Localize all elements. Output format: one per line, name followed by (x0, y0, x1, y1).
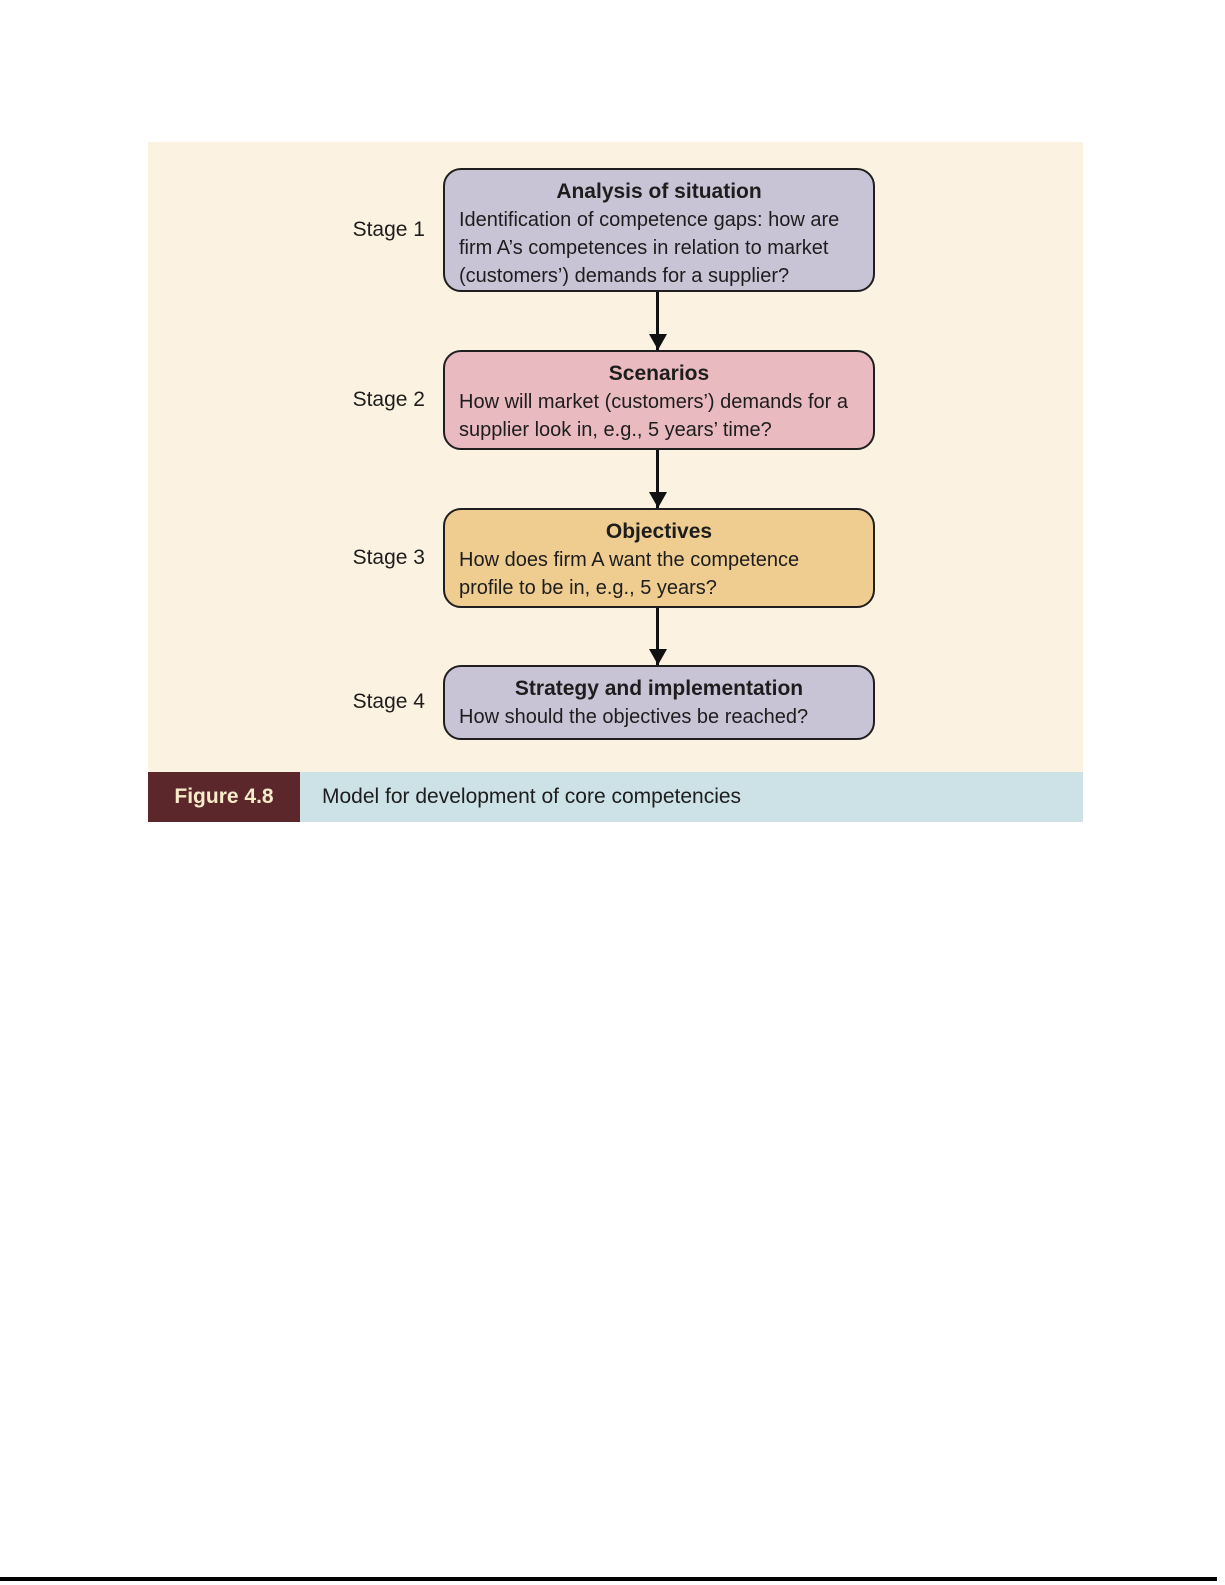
stage-3-box-description: How does firm A want the competence prof… (459, 549, 800, 599)
stage-2-label: Stage 2 (352, 388, 425, 411)
figure-panel: Stage 1 Stage 2 Stage 3 Stage 4 Analysis… (148, 142, 1083, 822)
stage-2-box-title: Scenarios (608, 362, 710, 385)
figure-number-label: Figure 4.8 (148, 772, 300, 822)
down-arrow-icon (656, 292, 659, 350)
down-arrow-icon (656, 450, 659, 508)
figure-caption-row: Figure 4.8 Model for development of core… (148, 772, 1083, 822)
stage-4-box-strategy-and-implementation: Strategy and implementation How should t… (443, 665, 875, 740)
stage-1-box-description: Identification of competence gaps: how a… (459, 209, 840, 287)
stage-4-box-description: How should the objectives be reached? (459, 706, 809, 728)
flowchart-canvas: Stage 1 Stage 2 Stage 3 Stage 4 Analysis… (148, 142, 1083, 772)
down-arrow-icon (656, 608, 659, 665)
page-bottom-rule (0, 1577, 1217, 1581)
stage-1-label: Stage 1 (352, 218, 425, 241)
stage-2-box-description: How will market (customers’) demands for… (459, 391, 848, 441)
stage-1-box-title: Analysis of situation (556, 180, 762, 203)
stage-1-box-analysis-of-situation: Analysis of situation Identification of … (443, 168, 875, 292)
stage-3-label: Stage 3 (352, 546, 425, 569)
stage-4-box-title: Strategy and implementation (514, 677, 804, 700)
stage-3-box-title: Objectives (605, 520, 713, 543)
figure-caption-text: Model for development of core competenci… (300, 772, 1083, 822)
stage-2-box-scenarios: Scenarios How will market (customers’) d… (443, 350, 875, 450)
stage-4-label: Stage 4 (352, 690, 425, 713)
stage-3-box-objectives: Objectives How does firm A want the comp… (443, 508, 875, 608)
